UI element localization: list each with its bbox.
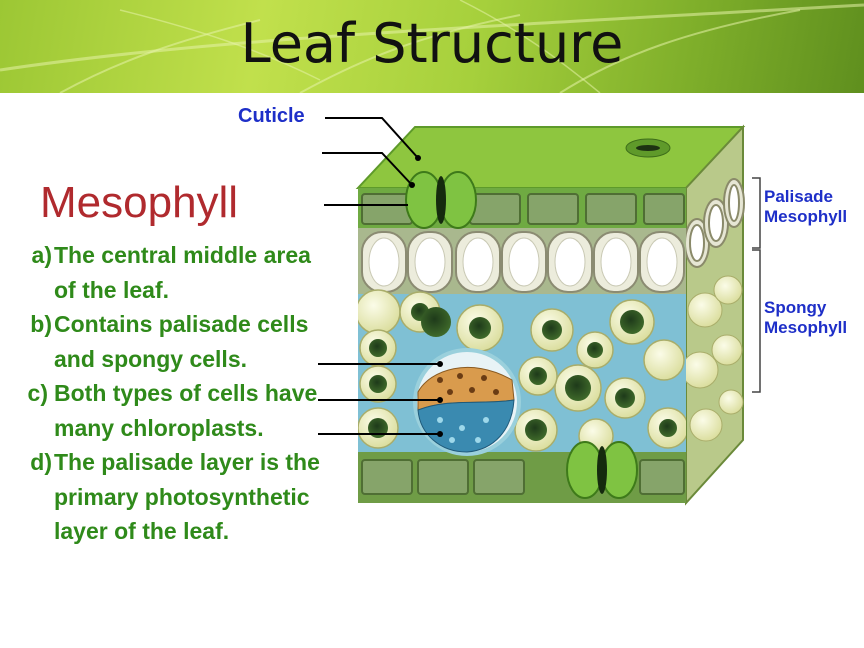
list-item: d) The palisade layer is the primary pho… <box>10 445 320 549</box>
list-item-text: Contains palisade cells and spongy cells… <box>54 311 309 372</box>
upper-epidermis <box>361 193 685 225</box>
list-item: c) Both types of cells have many chlorop… <box>10 376 320 445</box>
slide-title: Leaf Structure <box>240 12 624 75</box>
list-marker: a) <box>31 242 52 268</box>
lower-stoma-icon <box>566 441 638 499</box>
lower-epidermis <box>361 459 685 495</box>
label-leader-lines <box>318 117 440 435</box>
list-item: a) The central middle area of the leaf. <box>10 238 320 307</box>
title-banner: Leaf Structure <box>0 0 864 93</box>
list-marker: b) <box>30 311 52 337</box>
section-heading: Mesophyll <box>40 178 239 227</box>
side-palisade-cells <box>684 178 745 268</box>
spongy-mesophyll-label: Spongy Mesophyll <box>764 298 848 337</box>
layer-brackets <box>752 177 761 393</box>
list-marker: d) <box>30 449 52 475</box>
zoomed-cell-inset <box>413 348 521 456</box>
side-spongy-cells <box>681 275 744 442</box>
palisade-mesophyll-label: Palisade Mesophyll <box>764 187 848 226</box>
bullet-list: a) The central middle area of the leaf. … <box>10 238 320 549</box>
upper-stoma-icon <box>405 171 477 229</box>
leaf-texture <box>0 0 864 93</box>
list-marker: c) <box>27 380 48 406</box>
cuticle-label: Cuticle <box>238 105 305 127</box>
list-item-text: Both types of cells have many chloroplas… <box>54 380 318 441</box>
list-item-text: The palisade layer is the primary photos… <box>54 449 320 544</box>
list-item: b) Contains palisade cells and spongy ce… <box>10 307 320 376</box>
list-item-text: The central middle area of the leaf. <box>54 242 311 303</box>
